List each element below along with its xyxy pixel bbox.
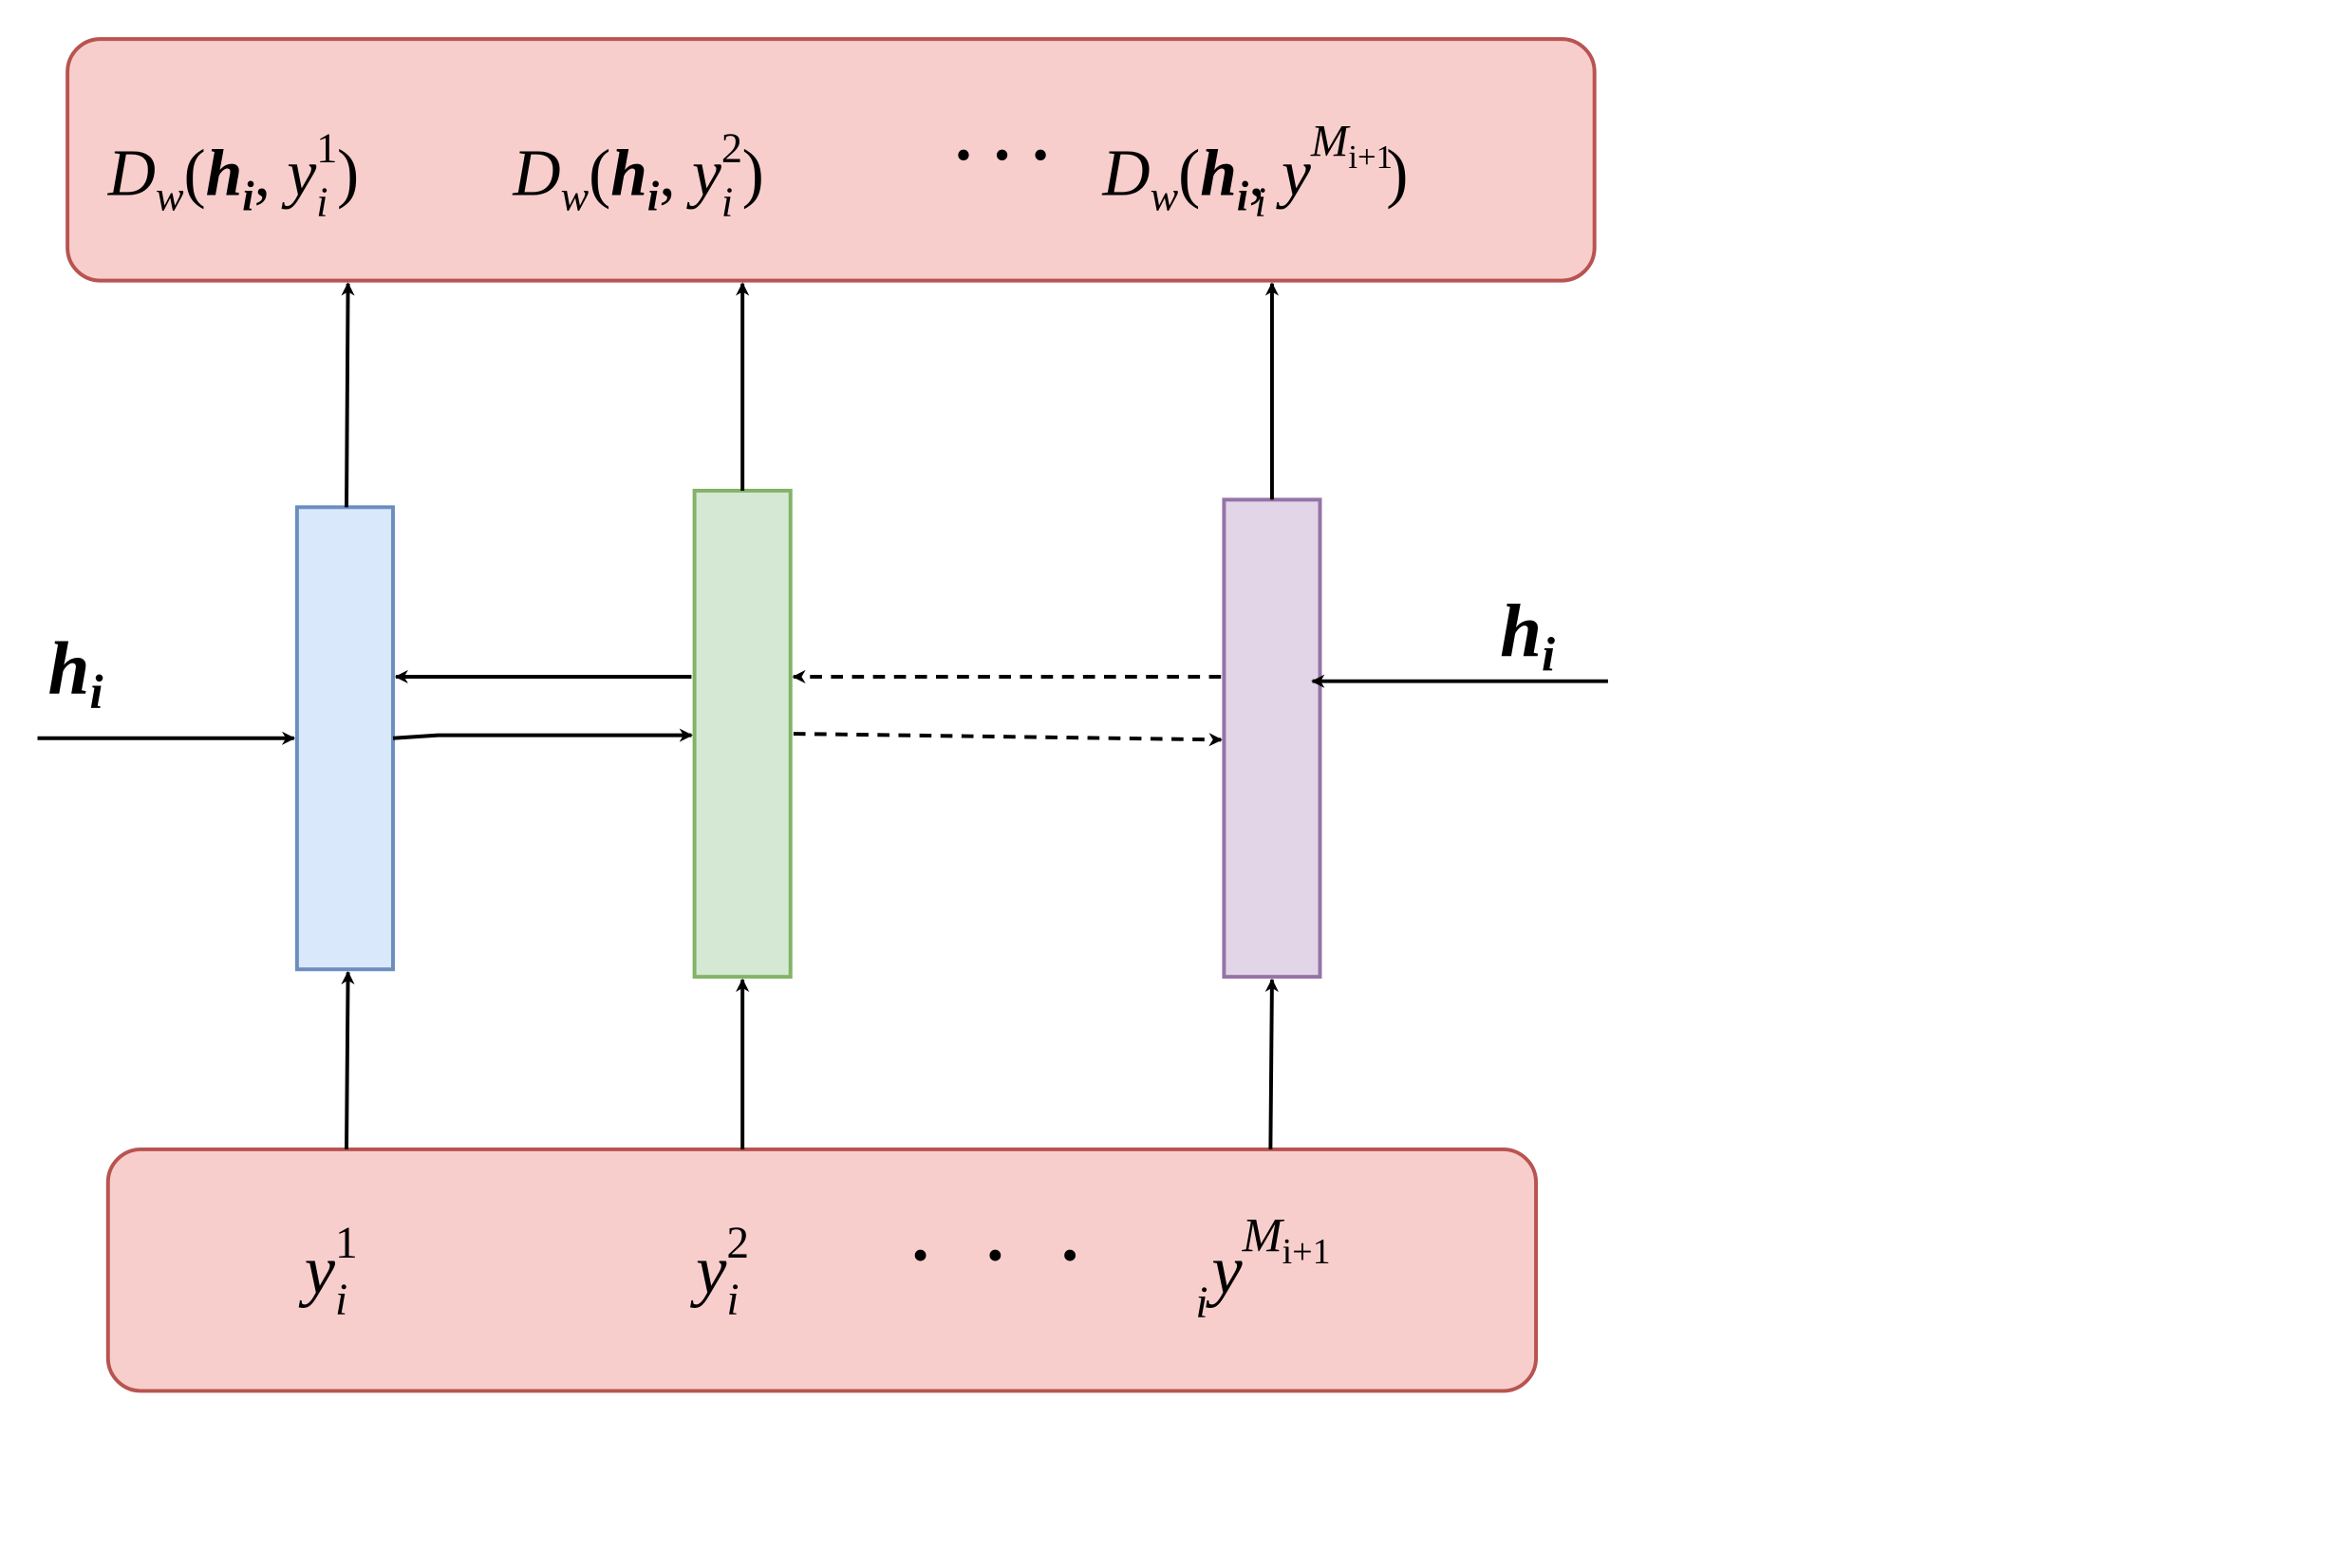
lstm-cell-2 xyxy=(692,488,793,980)
arrow-input1-to-cell1 xyxy=(341,970,355,1149)
left-hidden-state-label: hi xyxy=(48,627,103,719)
arrow-cell1-to-output xyxy=(341,282,355,508)
lstm-cell-1 xyxy=(294,505,395,972)
output-ellipsis: · · · xyxy=(952,120,1051,193)
arrow-input3-to-cell3 xyxy=(1264,978,1279,1149)
arrow-cell2-to-cell3-forward-dashed xyxy=(793,732,1223,747)
input-labels-box xyxy=(105,1147,1539,1393)
arrow-cell1-to-cell2-forward xyxy=(392,728,693,742)
right-hidden-state-label: hi xyxy=(1500,590,1555,681)
output-scores-box xyxy=(66,37,1597,283)
lstm-cell-3 xyxy=(1222,497,1322,980)
input-ellipsis: · · · xyxy=(909,1217,1082,1294)
